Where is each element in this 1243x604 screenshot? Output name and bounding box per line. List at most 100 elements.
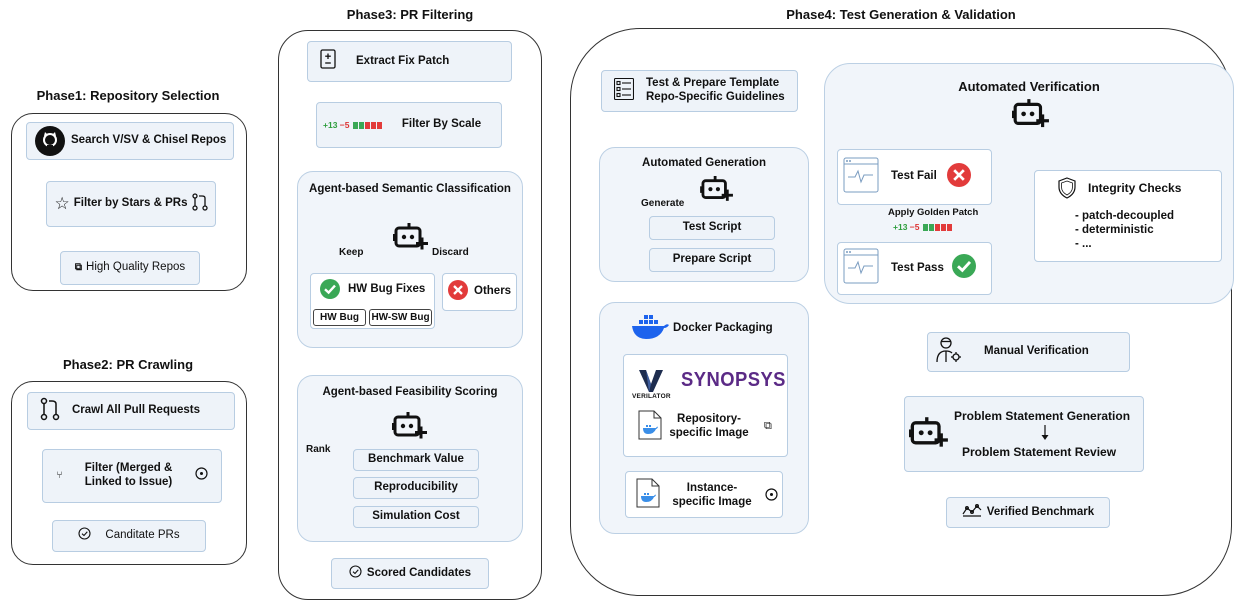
search-repos-label: Search V/SV & Chisel Repos — [71, 134, 227, 147]
feasibility-title: Agent-based Feasibility Scoring — [322, 386, 498, 398]
scored-candidates-box: Scored Candidates — [331, 558, 489, 589]
test-pass-box: Test Pass — [837, 242, 992, 295]
filter-scale-label: Filter By Scale — [401, 118, 482, 131]
integrity-checks-box — [1034, 170, 1222, 262]
check-circle-icon — [349, 565, 362, 583]
repository-image-box — [623, 354, 788, 457]
integrity-list: - patch-decoupled - deterministic - ... — [1075, 209, 1174, 251]
generate-label: Generate — [641, 198, 685, 209]
robot-agent-icon — [909, 417, 949, 458]
docker-file-icon — [636, 478, 660, 513]
search-repos-box: Search V/SV & Chisel Repos — [26, 122, 234, 160]
hw-bug-tag: HW Bug — [313, 309, 366, 326]
green-check-icon — [951, 254, 976, 283]
diff-stat: +13 −5 — [323, 120, 382, 130]
merge-icon: ⑂ — [56, 470, 63, 481]
ps-arrow — [1041, 425, 1049, 440]
docker-file-icon — [638, 410, 662, 445]
test-fail-label: Test Fail — [891, 170, 937, 183]
problem-statement-box — [904, 396, 1144, 472]
integrity-item: - deterministic — [1075, 224, 1154, 236]
high-quality-box: ⧉ High Quality Repos — [60, 251, 200, 285]
manual-verification-box: Manual Verification — [927, 332, 1130, 372]
test-script-box: Test Script — [649, 216, 775, 240]
chart-line-icon — [962, 503, 982, 522]
pull-request-icon — [191, 192, 208, 216]
simulation-cost-box: Simulation Cost — [353, 506, 479, 528]
apply-golden-label: Apply Golden Patch — [888, 207, 979, 218]
reproducibility-box: Reproducibility — [353, 477, 479, 499]
filter-merged-box: ⑂ Filter (Merged & Linked to Issue) — [42, 449, 222, 503]
verified-benchmark-box: Verified Benchmark — [946, 497, 1110, 528]
integrity-item: - patch-decoupled — [1075, 210, 1175, 222]
green-check-icon — [320, 279, 340, 304]
candidate-prs-box: Canditate PRs — [52, 520, 206, 552]
phase1-title: Phase1: Repository Selection — [36, 88, 220, 103]
github-icon — [35, 126, 65, 156]
synopsys-logo: SYNOPSYS — [681, 369, 786, 391]
others-box: Others — [442, 273, 517, 311]
red-cross-icon — [946, 162, 971, 192]
robot-agent-icon — [700, 176, 734, 211]
semantic-title: Agent-based Semantic Classification — [309, 183, 511, 195]
filter-scale-box: +13 −5 Filter By Scale — [316, 102, 502, 148]
repo-icon: ⧉ — [74, 262, 83, 273]
repo-image-label: Repository-specific Image — [669, 413, 749, 440]
keep-label: Keep — [339, 247, 364, 258]
auto-verif-title: Automated Verification — [958, 79, 1100, 94]
template-line2: Repo-Specific Guidelines — [646, 91, 785, 103]
red-cross-icon — [448, 279, 468, 305]
scored-candidates-label: Scored Candidates — [366, 566, 472, 579]
filter-stars-box: ☆ Filter by Stars & PRs — [46, 181, 216, 227]
discard-label: Discard — [432, 247, 469, 258]
prepare-script-box: Prepare Script — [649, 248, 775, 272]
repo-icon: ⧉ — [764, 420, 772, 432]
test-pass-label: Test Pass — [891, 261, 944, 274]
verilator-logo-icon — [638, 369, 664, 398]
docker-icon — [630, 313, 670, 346]
filter-merged-label: Filter (Merged & Linked to Issue) — [84, 462, 173, 488]
benchmark-value-box: Benchmark Value — [353, 449, 479, 471]
crawl-prs-box: Crawl All Pull Requests — [27, 392, 235, 430]
phase4-title: Phase4: Test Generation & Validation — [786, 7, 1016, 22]
verilator-label: VERILATOR — [632, 393, 671, 400]
pull-request-icon — [40, 397, 60, 426]
log-window-icon — [843, 157, 879, 198]
phase3-title: Phase3: PR Filtering — [346, 7, 474, 22]
template-line1: Test & Prepare Template — [646, 77, 780, 90]
robot-agent-icon — [1012, 99, 1050, 138]
extract-patch-box: Extract Fix Patch — [307, 41, 512, 82]
manual-verification-label: Manual Verification — [984, 345, 1089, 358]
rank-label: Rank — [306, 444, 331, 455]
verified-benchmark-label: Verified Benchmark — [986, 505, 1095, 518]
auto-gen-title: Automated Generation — [642, 157, 766, 169]
target-icon — [765, 488, 778, 506]
test-fail-box: Test Fail — [837, 149, 992, 205]
checklist-icon — [613, 77, 635, 105]
ps-gen-label: Problem Statement Generation — [954, 409, 1131, 423]
hw-sw-bug-tag: HW-SW Bug — [369, 309, 432, 326]
phase2-title: Phase2: PR Crawling — [62, 357, 194, 372]
robot-agent-icon — [392, 412, 428, 449]
target-icon — [194, 467, 208, 485]
robot-agent-icon — [393, 223, 429, 260]
check-circle-icon — [78, 527, 91, 545]
crawl-prs-label: Crawl All Pull Requests — [72, 404, 201, 417]
ps-review-label: Problem Statement Review — [962, 445, 1117, 459]
integrity-item: - ... — [1075, 238, 1092, 250]
others-label: Others — [474, 285, 512, 298]
candidate-prs-label: Canditate PRs — [105, 529, 180, 542]
diff-file-icon — [320, 49, 336, 74]
log-window-icon — [843, 248, 879, 289]
extract-patch-label: Extract Fix Patch — [356, 54, 450, 67]
high-quality-label: High Quality Repos — [86, 261, 186, 274]
shield-icon — [1057, 177, 1077, 204]
diff-stat: +13 −5 — [893, 222, 952, 232]
engineer-icon — [936, 336, 962, 369]
filter-stars-label: Filter by Stars & PRs — [73, 197, 188, 210]
docker-title: Docker Packaging — [673, 322, 773, 334]
star-icon: ☆ — [54, 193, 70, 213]
instance-image-label: Instance-specific Image — [672, 482, 752, 509]
hw-bug-fixes-label: HW Bug Fixes — [348, 283, 426, 295]
template-box: Test & Prepare Template Repo-Specific Gu… — [601, 70, 798, 112]
